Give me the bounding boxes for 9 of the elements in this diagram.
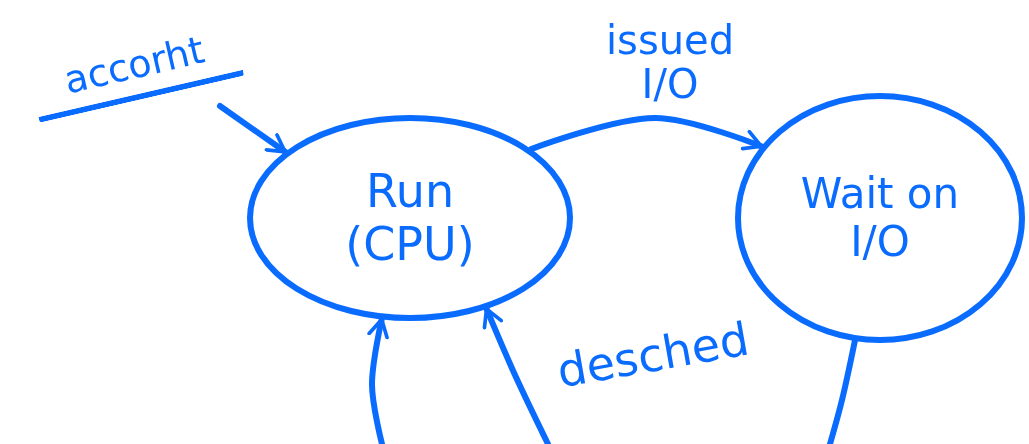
state-label: accorht <box>60 28 209 104</box>
state-circle <box>247 115 573 321</box>
arrow <box>217 103 289 155</box>
arrow <box>482 305 551 444</box>
connector-line <box>827 338 858 444</box>
state-label: Wait on I/O <box>799 169 961 267</box>
state-label: Run (CPU) <box>344 165 476 271</box>
arrow <box>528 115 765 153</box>
arrow <box>367 316 389 444</box>
